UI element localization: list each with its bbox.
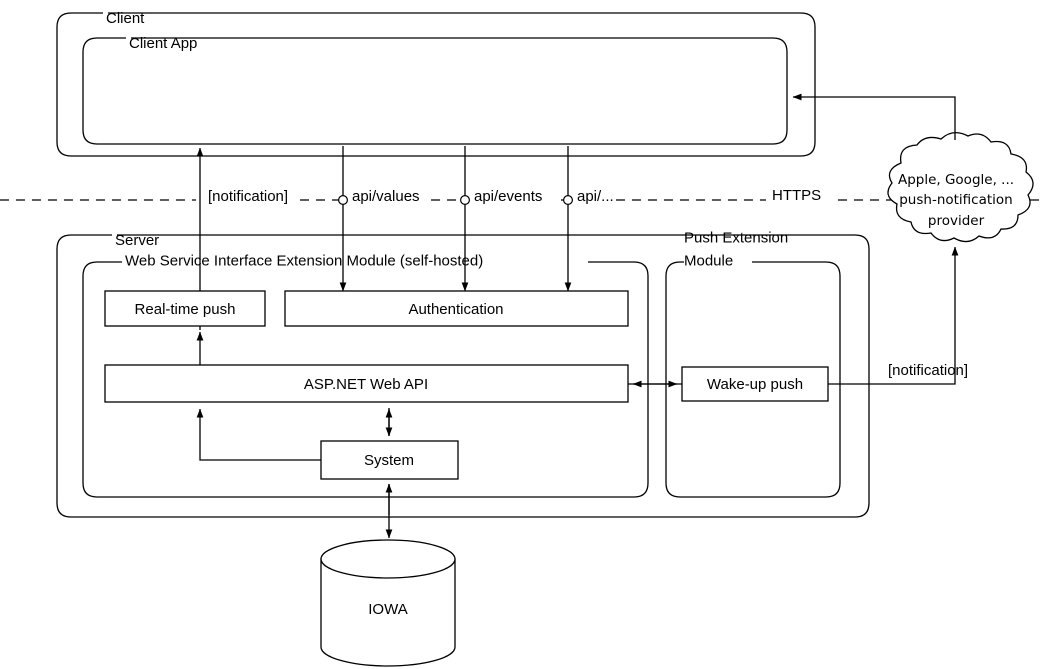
client-app-container-label: Client App [129, 35, 197, 52]
realtime-push-rect[interactable] [104, 290, 266, 327]
https-label: HTTPS [772, 187, 821, 204]
api-other-port-icon [562, 195, 573, 206]
iowa-cylinder-top [320, 539, 456, 579]
push-extension-module-label-line2: Module [684, 252, 733, 269]
notification-provider-label: [notification] [888, 362, 968, 379]
api-other-label: api/... [577, 188, 614, 205]
cloud-label-line2: push-notification [899, 192, 1013, 208]
api-events-label: api/events [474, 188, 542, 205]
edge-api-other: api/... [562, 146, 614, 292]
cloud-label-line3: provider [928, 213, 985, 229]
container-web-service-module: Web Service Interface Extension Module (… [82, 252, 649, 498]
system-label: System [364, 452, 414, 469]
web-service-module-outline [82, 261, 649, 498]
container-push-extension-module: Push Extension Module [665, 229, 841, 498]
database-iowa[interactable]: IOWA [320, 539, 456, 667]
client-container-label: Client [106, 10, 145, 27]
wakeup-push-label: Wake-up push [707, 376, 803, 393]
container-client: Client [56, 10, 816, 157]
edge-api-values: api/values [338, 146, 420, 292]
api-values-port-icon [338, 195, 349, 206]
server-container-label: Server [115, 232, 159, 249]
box-aspnet-web-api[interactable]: ASP.NET Web API [104, 364, 629, 403]
box-system[interactable]: System [320, 440, 459, 480]
server-container-outline [56, 234, 870, 518]
edge-api-events: api/events [460, 146, 542, 292]
iowa-database-label: IOWA [368, 601, 407, 618]
edge-wakeup-to-cloud: [notification] [828, 246, 968, 385]
api-values-label: api/values [352, 188, 420, 205]
push-extension-module-label-line1: Push Extension [684, 229, 788, 246]
cloud-outline[interactable] [887, 132, 1034, 243]
box-authentication[interactable]: Authentication [284, 290, 629, 327]
box-realtime-push[interactable]: Real-time push [104, 290, 266, 327]
notification-client-label: [notification] [208, 188, 288, 205]
client-container-outline [56, 12, 816, 157]
edge-system-to-webapi-elbow [196, 408, 321, 461]
container-client-app: Client App [82, 35, 788, 145]
iowa-cylinder-body[interactable] [320, 558, 456, 667]
wakeup-to-cloud-line [828, 246, 959, 385]
cloud-label-line1: Apple, Google, ... [898, 172, 1014, 188]
edge-cloud-to-client-app [792, 93, 956, 140]
cloud-push-provider[interactable]: Apple, Google, ... push-notification pro… [887, 132, 1034, 243]
realtime-push-label: Real-time push [135, 301, 236, 318]
client-app-container-outline [82, 37, 788, 145]
authentication-label: Authentication [408, 301, 503, 318]
box-wakeup-push[interactable]: Wake-up push [681, 366, 829, 402]
push-extension-module-outline [665, 261, 841, 498]
container-server: Server [56, 232, 870, 518]
authentication-rect[interactable] [284, 290, 629, 327]
api-events-port-icon [460, 195, 471, 206]
aspnet-web-api-label: ASP.NET Web API [304, 376, 428, 393]
web-service-module-label: Web Service Interface Extension Module (… [125, 252, 483, 269]
